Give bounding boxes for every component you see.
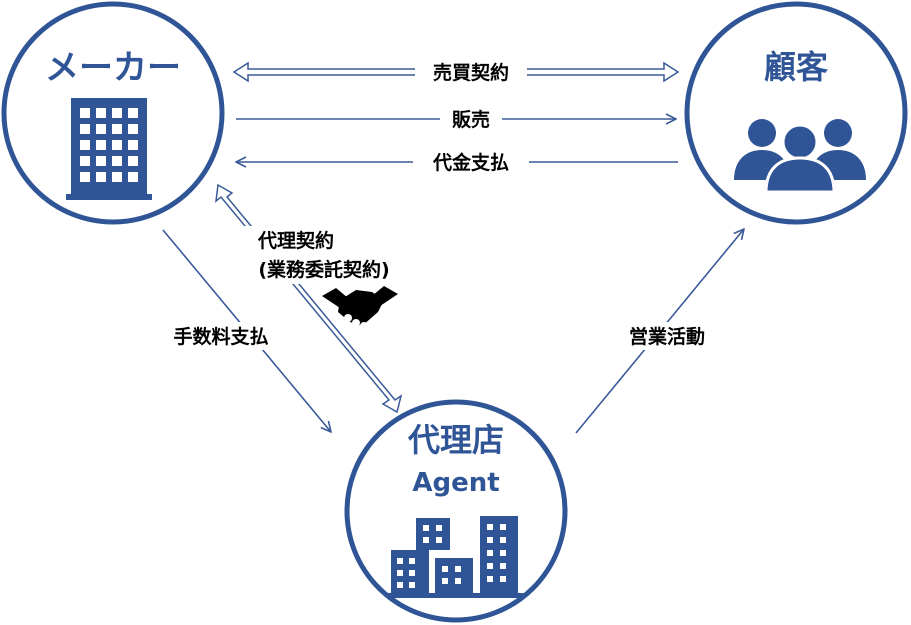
agent-subtitle: Agent xyxy=(412,468,499,498)
payment-arrow: 代金支払 xyxy=(236,150,678,174)
sales-activity-arrow: 営業活動 xyxy=(575,229,744,434)
agent-title: 代理店 xyxy=(407,421,504,459)
sales-activity-label: 営業活動 xyxy=(629,325,705,348)
commission-payment-arrow: 手数料支払 xyxy=(150,229,331,432)
agent-node: 代理店 Agent xyxy=(344,399,568,623)
sales-contract-label: 売買契約 xyxy=(433,61,509,84)
customer-title: 顧客 xyxy=(764,48,828,86)
customer-node: 顧客 xyxy=(684,1,908,225)
sale-label: 販売 xyxy=(452,108,490,131)
maker-node: メーカー xyxy=(1,1,225,225)
sales-contract-arrow: 売買契約 xyxy=(232,60,680,84)
sale-arrow: 販売 xyxy=(236,107,676,131)
maker-title: メーカー xyxy=(45,48,181,88)
commission-payment-label: 手数料支払 xyxy=(173,325,268,348)
payment-label: 代金支払 xyxy=(432,151,509,174)
city-buildings-icon xyxy=(386,516,524,598)
handshake-icon xyxy=(322,286,398,330)
agency-contract-arrow: 代理契約 (業務委託契約) xyxy=(215,183,414,414)
agency-contract-label-line2: (業務委託契約) xyxy=(258,258,389,281)
agency-contract-label-line1: 代理契約 xyxy=(257,229,334,252)
people-group-icon xyxy=(734,119,866,194)
office-building-icon xyxy=(66,98,152,200)
